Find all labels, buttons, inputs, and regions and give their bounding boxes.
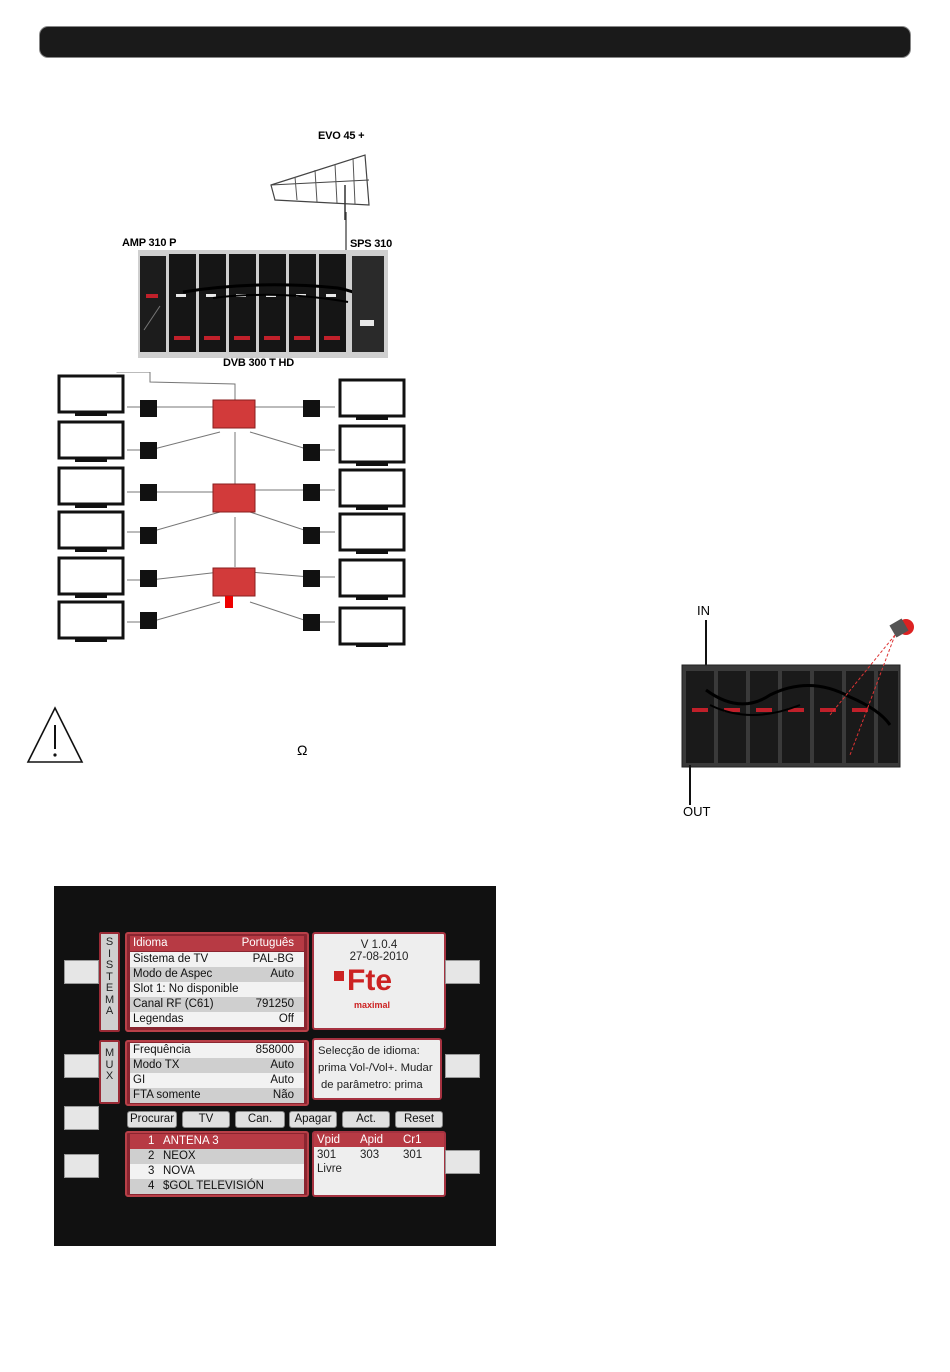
ohm-symbol: Ω bbox=[297, 742, 308, 758]
tv-button[interactable]: TV bbox=[182, 1111, 230, 1128]
act-button[interactable]: Act. bbox=[342, 1111, 390, 1128]
mux-tab: MUX bbox=[99, 1040, 120, 1104]
rack-in-label: IN bbox=[697, 603, 710, 618]
pid-panel: Vpid Apid Cr1 301 303 301 Livre bbox=[312, 1131, 446, 1197]
date-text: 27-08-2010 bbox=[349, 951, 409, 963]
antenna-label: EVO 45 + bbox=[318, 130, 365, 142]
mux-side-box bbox=[64, 1054, 99, 1078]
help-line: Selecção de idioma: bbox=[318, 1045, 420, 1057]
help-line: prima Vol-/Vol+. Mudar bbox=[318, 1062, 433, 1074]
fte-logo: Fte bbox=[347, 964, 392, 997]
headend-modules bbox=[138, 250, 388, 358]
channel-item[interactable]: 4$GOL TELEVISIÓN bbox=[130, 1179, 304, 1194]
sistema-tab: SISTEMA bbox=[99, 932, 120, 1032]
rack-out-label: OUT bbox=[683, 804, 711, 819]
distribution-network bbox=[57, 372, 406, 647]
pid-values: 301 303 301 bbox=[317, 1149, 423, 1161]
sistema-row[interactable]: Canal RF (C61)791250 bbox=[130, 997, 304, 1012]
sps-label: SPS 310 bbox=[350, 238, 393, 250]
antenna-icon bbox=[270, 154, 370, 220]
amp-label: AMP 310 P bbox=[122, 237, 177, 249]
antenna-cable bbox=[345, 212, 347, 257]
channel-button[interactable]: Can. bbox=[235, 1111, 285, 1128]
sistema-row[interactable]: Slot 1: No disponible bbox=[130, 982, 304, 997]
logo-subtitle: maximal bbox=[354, 1000, 391, 1010]
help-line: de parâmetro: prima bbox=[321, 1079, 423, 1091]
header-bar bbox=[40, 27, 910, 57]
sistema-side-box bbox=[64, 960, 99, 984]
reset-button[interactable]: Reset bbox=[395, 1111, 443, 1128]
procurar-button[interactable]: Procurar bbox=[127, 1111, 177, 1128]
version-text: V 1.0.4 bbox=[360, 939, 398, 951]
apagar-button[interactable]: Apagar bbox=[289, 1111, 337, 1128]
rack-image bbox=[681, 618, 914, 805]
warning-icon bbox=[26, 706, 84, 763]
dvb-label: DVB 300 T HD bbox=[223, 357, 294, 369]
channels-side-box bbox=[64, 1154, 99, 1178]
help-panel: Selecção de idioma: prima Vol-/Vol+. Mud… bbox=[312, 1038, 442, 1100]
pid-status: Livre bbox=[317, 1163, 342, 1175]
help-side-box bbox=[445, 1054, 480, 1078]
pid-side-box bbox=[445, 1150, 480, 1174]
logo-square bbox=[334, 971, 344, 981]
buttons-side-box bbox=[64, 1106, 99, 1130]
version-side-box bbox=[445, 960, 480, 984]
pid-header: Vpid Apid Cr1 bbox=[314, 1133, 444, 1147]
version-panel: V 1.0.4 27-08-2010 Fte maximal bbox=[312, 932, 446, 1030]
